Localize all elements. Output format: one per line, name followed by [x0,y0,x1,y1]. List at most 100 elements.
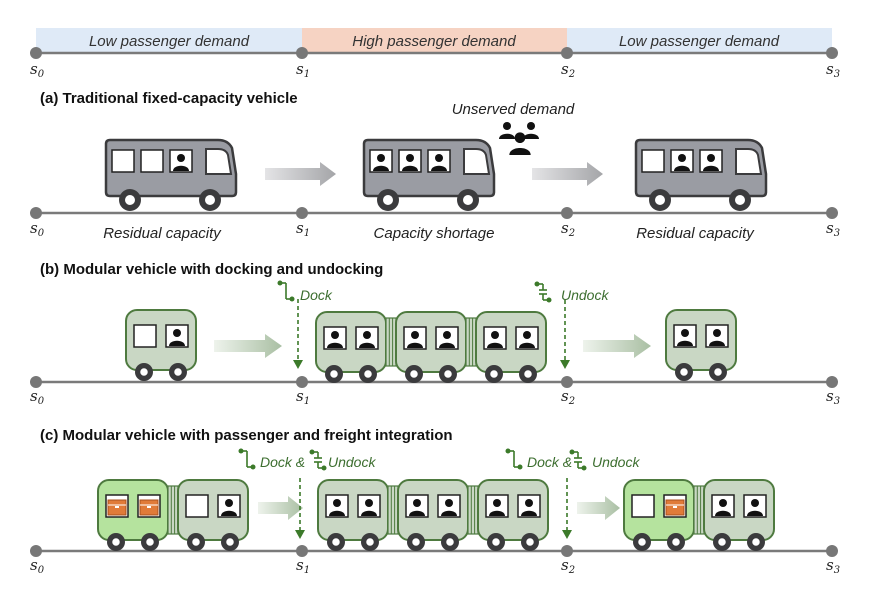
arrow-a2 [532,162,603,186]
module-2 [395,311,467,384]
node-s1 [296,376,308,388]
node-label-s0: s0 [30,556,45,576]
node-label-s3: s3 [826,387,840,407]
coupler [467,485,479,535]
caption-residual-right: Residual capacity [636,225,755,242]
dock-plug-icon [237,447,257,471]
dock-label: Dock [300,287,333,303]
section-a-title: (a) Traditional fixed-capacity vehicle [40,90,298,107]
section-b-title: (b) Modular vehicle with docking and und… [40,261,383,278]
node-s2 [561,207,573,219]
node-s3 [826,545,838,557]
node-s3 [826,207,838,219]
unserved-demand-label: Unserved demand [452,101,575,118]
node-s3 [826,376,838,388]
freight-passenger-train-left [97,479,249,552]
low-demand-label-left: Low passenger demand [89,33,250,50]
module-single-right [665,309,737,382]
module-train-docked [315,311,547,384]
caption-capacity-shortage: Capacity shortage [374,225,495,242]
bus-residual-left [104,138,238,213]
low-demand-label-right: Low passenger demand [619,33,780,50]
unserved-people-icon [499,122,539,155]
arrow-a1 [265,162,336,186]
passenger-module [703,479,775,552]
timeline-c: s0 s1 s2 s3 [30,545,840,576]
node-label-s1: s1 [296,387,310,407]
node-s1 [296,545,308,557]
node-label-s2: s2 [561,556,575,576]
dock-undock-indicator-s1: Dock & Undock [237,447,376,539]
module-3 [475,311,547,384]
node-label-s3: s3 [826,219,840,239]
module-single-left [125,309,197,382]
module-2 [397,479,469,552]
node-label-s2: s2 [561,60,575,80]
dock-label-s2: Dock & [527,454,572,470]
coupler [693,485,705,535]
node-label-s0: s0 [30,387,45,407]
timeline-top: s0 s1 s2 s3 [30,47,840,80]
node-s3 [826,47,838,59]
high-demand-band [302,28,567,52]
freight-passenger-train-right [623,479,775,552]
low-demand-band-left [36,28,302,52]
undock-arrow-icon [562,530,572,539]
passenger-module [177,479,249,552]
node-s0 [30,47,42,59]
high-demand-label: High passenger demand [352,33,516,50]
module-1 [315,311,387,384]
section-c-title: (c) Modular vehicle with passenger and f… [40,427,453,444]
dock-indicator: Dock [276,279,333,369]
node-label-s1: s1 [296,60,310,80]
node-s2 [561,47,573,59]
node-s0 [30,545,42,557]
module-1 [317,479,389,552]
undock-label-s1: Undock [328,454,376,470]
undock-label: Undock [561,287,609,303]
node-s1 [296,47,308,59]
timeline-b: s0 s1 s2 s3 [30,376,840,407]
module-3 [477,479,549,552]
coupler [387,485,399,535]
arrow-c1 [258,496,303,520]
timeline-a: s0 s1 s2 s3 [30,207,840,239]
caption-residual-left: Residual capacity [103,225,222,242]
node-s0 [30,207,42,219]
undock-label-s2: Undock [592,454,640,470]
node-label-s1: s1 [296,219,310,239]
dock-plug-icon [276,279,296,303]
node-label-s0: s0 [30,60,45,80]
arrow-b1 [214,334,282,358]
demand-bands: Low passenger demand High passenger dema… [36,28,832,52]
arrow-b2 [583,334,651,358]
node-s1 [296,207,308,219]
coupler [167,485,179,535]
undock-arrow-icon [560,360,570,369]
node-s2 [561,545,573,557]
low-demand-band-right [567,28,832,52]
dock-arrow-icon [295,530,305,539]
dock-label-s1: Dock & [260,454,305,470]
coupler [385,317,397,367]
bus-capacity-shortage [362,138,496,213]
dock-plug-icon [504,447,524,471]
arrow-c2 [577,496,620,520]
node-label-s3: s3 [826,60,840,80]
dock-undock-indicator-s2: Dock & Undock [504,447,640,539]
node-label-s2: s2 [561,387,575,407]
node-s2 [561,376,573,388]
undock-plug-icon [533,280,553,304]
undock-plug-icon [308,448,328,472]
freight-module [97,479,169,552]
module-train-middle [317,479,549,552]
dock-arrow-icon [293,360,303,369]
node-label-s2: s2 [561,219,575,239]
node-label-s0: s0 [30,219,45,239]
node-s0 [30,376,42,388]
undock-indicator: Undock [533,280,609,369]
node-label-s3: s3 [826,556,840,576]
freight-module [623,479,695,552]
bus-residual-right [634,138,768,213]
